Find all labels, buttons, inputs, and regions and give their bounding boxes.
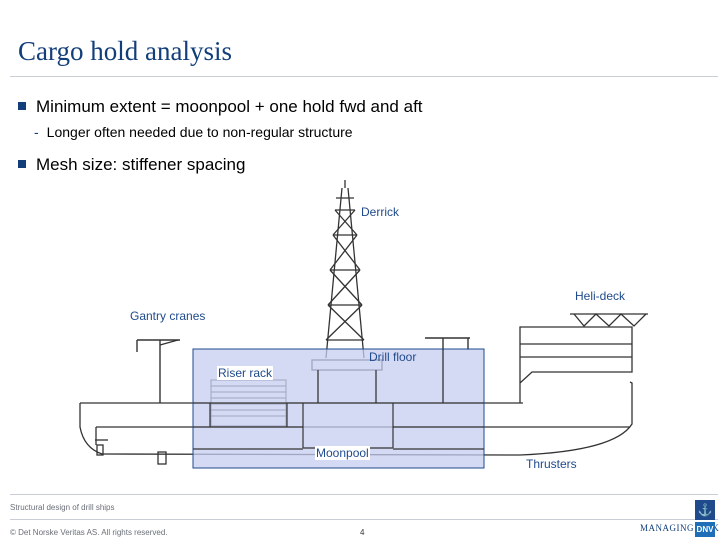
bridge-outline — [519, 326, 633, 403]
logo-text: DNV — [695, 522, 715, 537]
page-number: 4 — [360, 528, 365, 537]
hull-outline — [79, 381, 633, 456]
drill-floor-label: Drill floor — [369, 350, 417, 364]
derrick-tower — [325, 180, 365, 359]
bullet-2: Mesh size: stiffener spacing — [18, 155, 245, 175]
riser-rack-label: Riser rack — [217, 366, 274, 380]
heli-deck-structure — [570, 313, 648, 327]
gantry-cranes-label: Gantry cranes — [130, 309, 206, 323]
brand-tagline: MANAGING RISK — [640, 523, 720, 533]
slide-title: Cargo hold analysis — [18, 36, 232, 66]
derrick-label: Derrick — [361, 205, 399, 219]
thrusters-label: Thrusters — [525, 457, 578, 471]
footer-copyright: © Det Norske Veritas AS. All rights rese… — [10, 528, 168, 537]
footer-subtitle: Structural design of drill ships — [10, 503, 115, 512]
sub-bullet-1-text: Longer often needed due to non-regular s… — [46, 124, 353, 140]
moonpool-label: Moonpool — [315, 446, 370, 460]
dash-icon: - — [34, 124, 39, 140]
bullet-2-text: Mesh size: stiffener spacing — [36, 155, 246, 174]
dnv-logo: ⚓ DNV — [695, 500, 715, 537]
bullet-1-text: Minimum extent = moonpool + one hold fwd… — [36, 97, 423, 116]
footer-divider-2 — [10, 519, 718, 520]
bullet-1: Minimum extent = moonpool + one hold fwd… — [18, 97, 423, 117]
title-divider — [10, 76, 718, 77]
sub-bullet-1: -Longer often needed due to non-regular … — [34, 124, 353, 140]
gantry-crane-aft — [136, 339, 180, 403]
logo-ship-icon: ⚓ — [695, 500, 715, 520]
footer-divider — [10, 494, 718, 495]
bullet-square-icon — [18, 160, 26, 168]
bullet-square-icon — [18, 102, 26, 110]
heli-deck-label: Heli-deck — [575, 289, 626, 303]
